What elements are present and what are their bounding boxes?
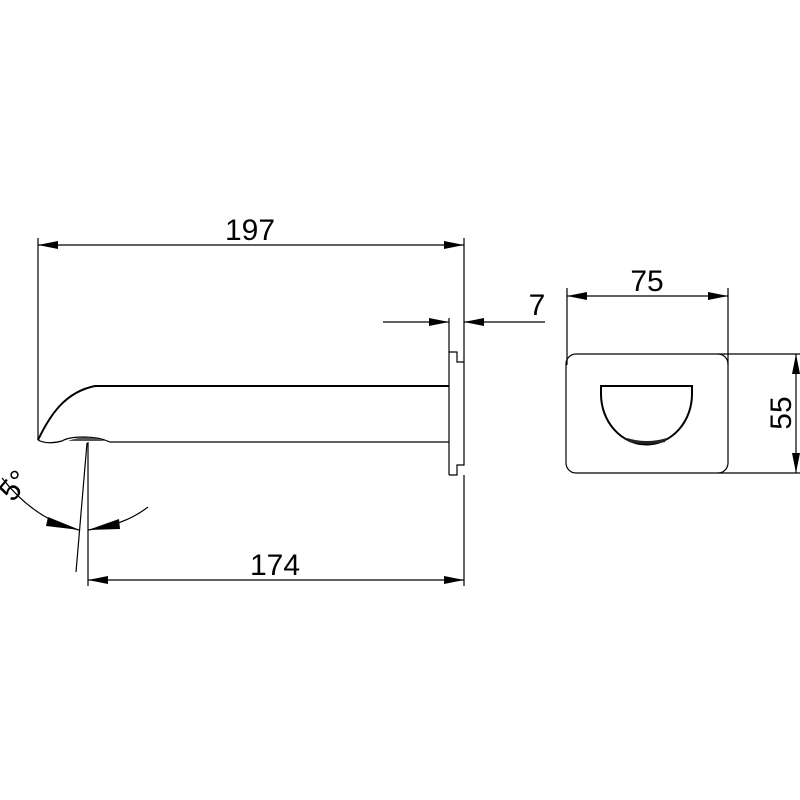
spout-side-view [37,351,465,476]
dimension-label-7: 7 [529,289,546,322]
dimension-overall-length: 197 [37,214,465,440]
dimension-label-197: 197 [225,214,275,247]
dimension-label-174: 174 [250,549,300,582]
dimension-flange-thickness: 7 [383,289,545,352]
dimension-label-75: 75 [630,265,663,298]
dimension-outlet-angle: 5° [0,442,149,573]
dimension-label-5-degrees: 5° [0,464,37,507]
dimension-projection-length: 174 [87,442,465,586]
dimension-width: 75 [566,265,729,365]
dimension-height: 55 [718,353,800,474]
spout-end-view [565,353,729,474]
dimension-label-55: 55 [765,396,798,429]
